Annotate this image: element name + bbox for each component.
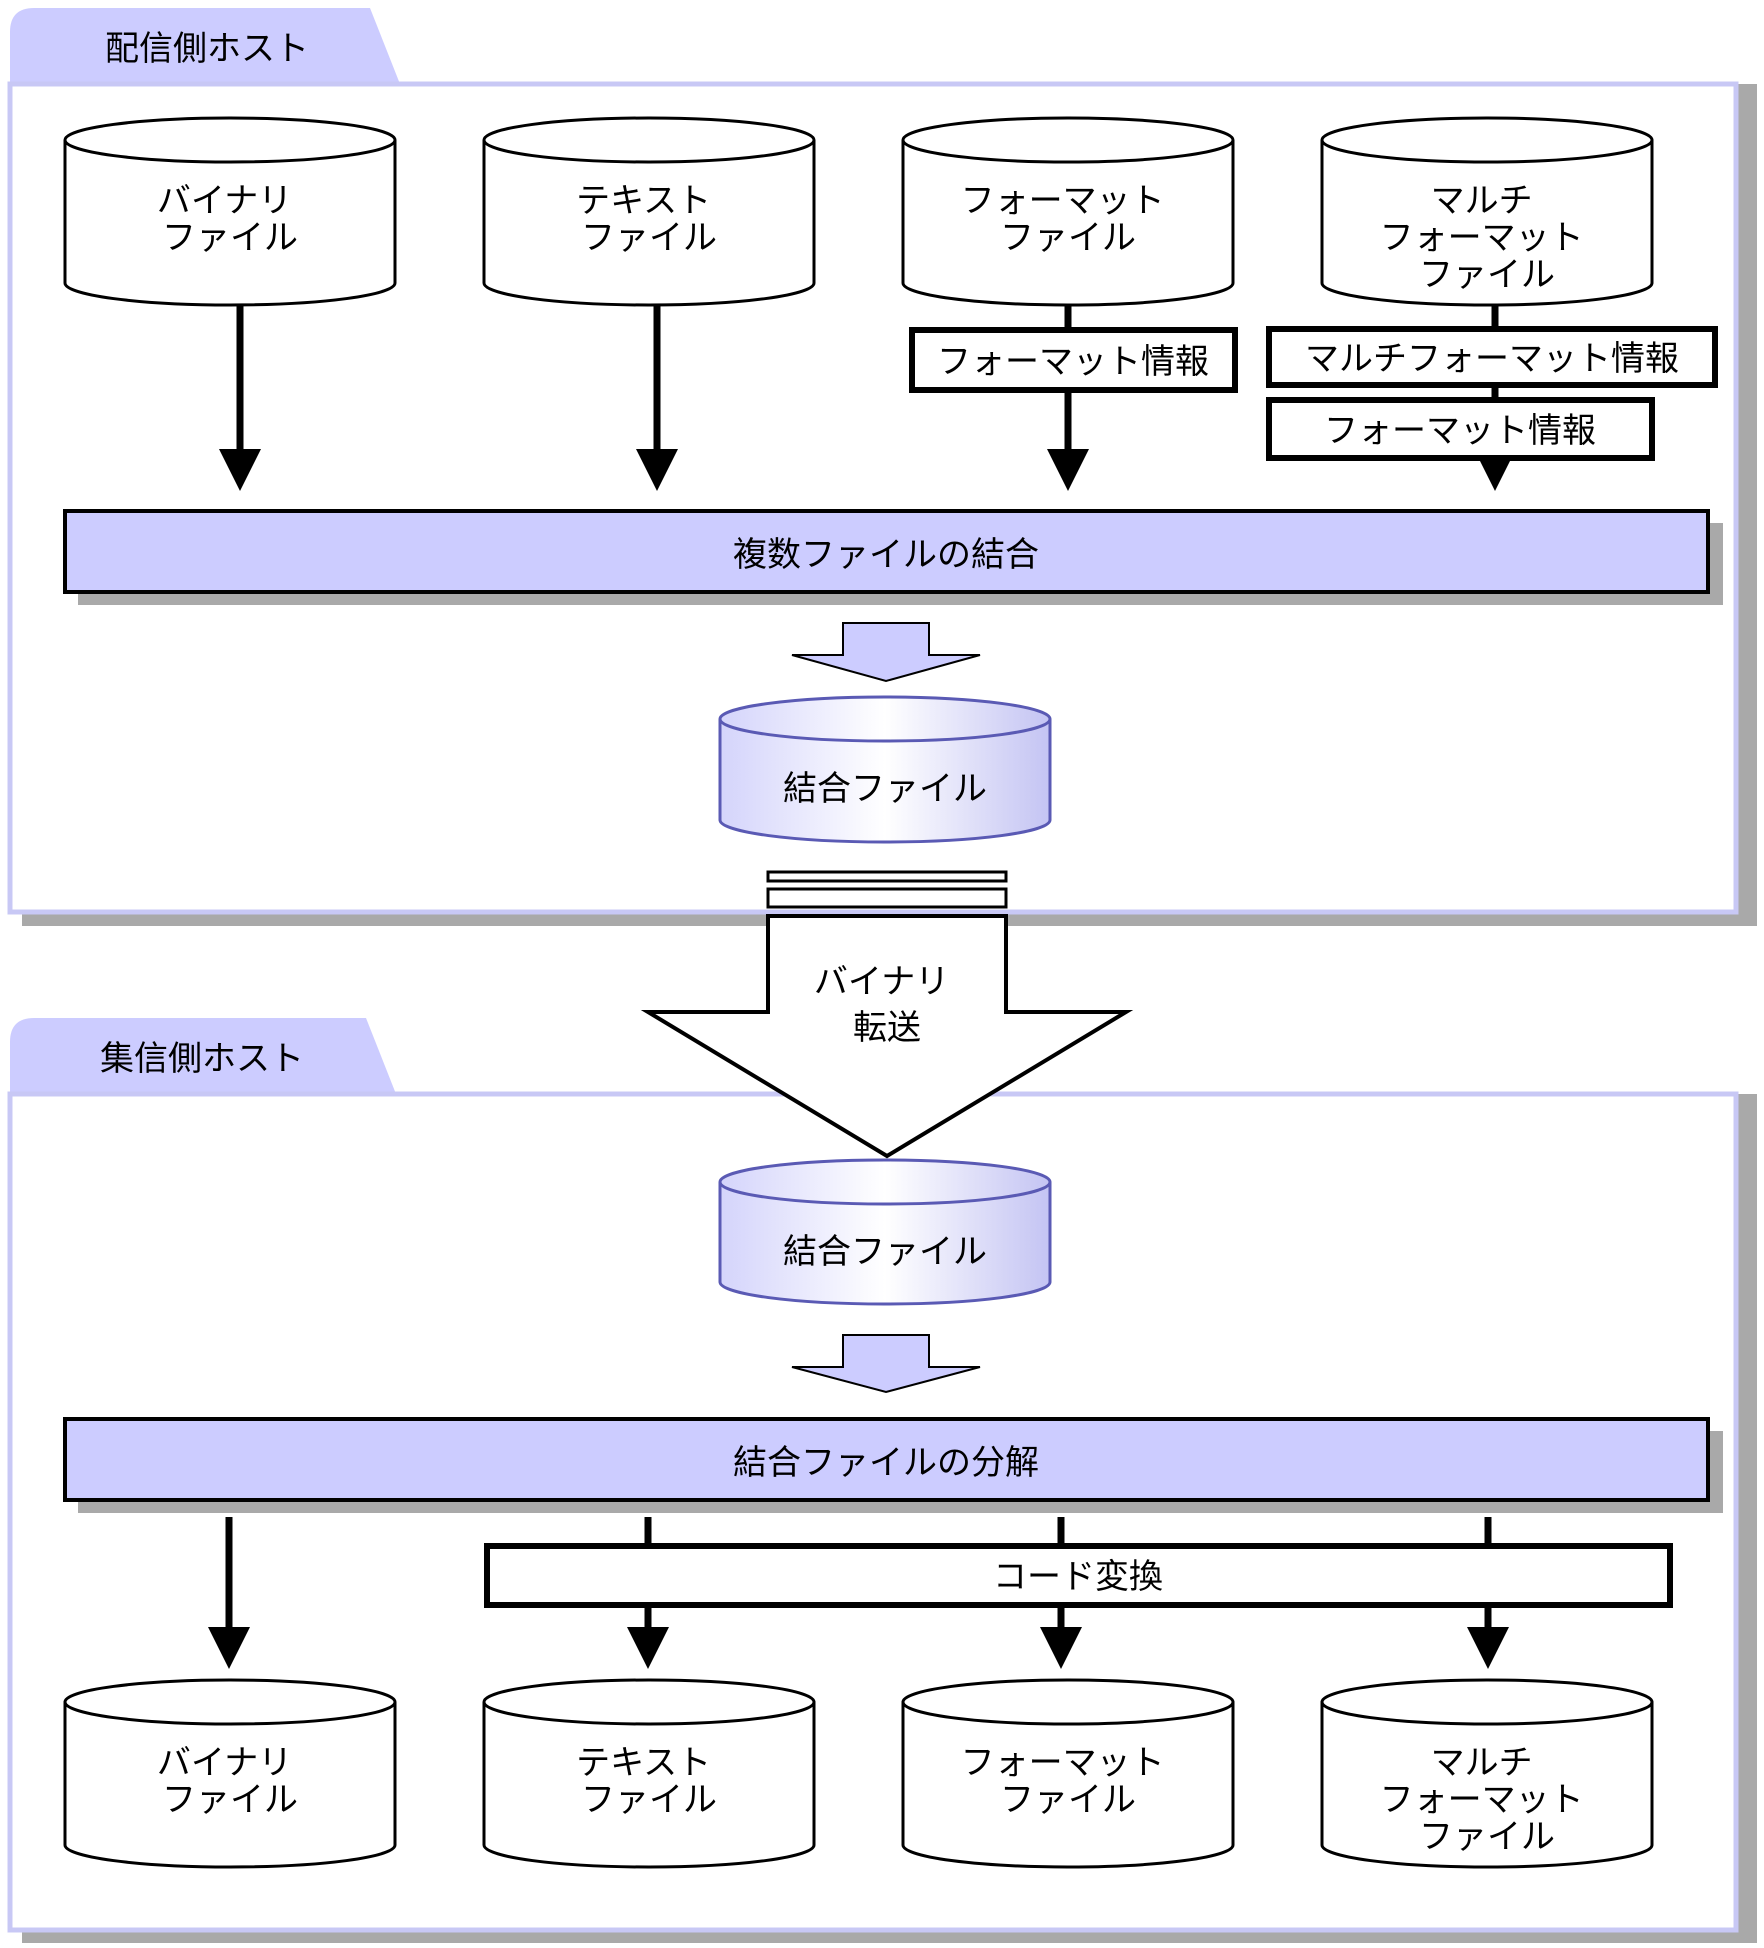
receiver-file-binary: バイナリ ファイル [63, 1678, 397, 1869]
sender-host-title: 配信側ホスト [105, 29, 309, 69]
receiver-file-multi-format: マルチ フォーマット ファイル [1320, 1678, 1654, 1869]
svg-text:結合ファイル: 結合ファイル [783, 769, 987, 809]
sender-file-format: フォーマット ファイル [901, 116, 1235, 307]
combine-to-file-arrow [791, 622, 981, 683]
code-conversion-box: コード変換 [484, 1543, 1673, 1608]
binary-transfer-arrow: バイナリ 転送 [640, 870, 1134, 1159]
sender-file-multi-format-label: マルチ フォーマット ファイル [1380, 181, 1595, 295]
combine-bar: 複数ファイルの結合 [63, 509, 1723, 605]
svg-text:コード変換: コード変換 [993, 1557, 1163, 1597]
svg-text:マルチフォーマット情報: マルチフォーマット情報 [1305, 339, 1679, 379]
receiver-file-multi-format-label: マルチ フォーマット ファイル [1380, 1743, 1595, 1857]
svg-text:フォーマット情報: フォーマット情報 [937, 342, 1209, 382]
sender-file-multi-format: マルチ フォーマット ファイル [1320, 116, 1654, 307]
sender-file-binary-label: バイナリ ファイル [157, 181, 303, 258]
multi-sub-format-info-box: フォーマット情報 [1266, 397, 1655, 461]
svg-text:複数ファイルの結合: 複数ファイルの結合 [733, 535, 1039, 575]
sender-file-text-label: テキスト ファイル [576, 181, 722, 258]
svg-text:結合ファイル: 結合ファイル [783, 1232, 987, 1272]
receiver-file-format: フォーマット ファイル [901, 1678, 1235, 1869]
split-bar: 結合ファイルの分解 [63, 1417, 1723, 1513]
svg-text:結合ファイルの分解: 結合ファイルの分解 [733, 1443, 1039, 1483]
sender-combined-file: 結合ファイル [718, 695, 1052, 844]
svg-text:バイナリ 転送: バイナリ 転送 [814, 962, 960, 1048]
sender-arrows [219, 306, 1516, 491]
file-to-split-arrow [791, 1334, 981, 1394]
receiver-arrows [208, 1517, 1509, 1669]
svg-text:フォーマット情報: フォーマット情報 [1324, 411, 1596, 451]
sender-file-binary: バイナリ ファイル [63, 116, 397, 307]
format-info-box: フォーマット情報 [909, 327, 1238, 393]
receiver-host-title: 集信側ホスト [100, 1039, 304, 1079]
sender-file-text: テキスト ファイル [482, 116, 816, 307]
receiver-file-format-label: フォーマット ファイル [961, 1743, 1176, 1820]
sender-file-format-label: フォーマット ファイル [961, 181, 1176, 258]
receiver-file-text-label: テキスト ファイル [576, 1743, 722, 1820]
receiver-file-binary-label: バイナリ ファイル [157, 1743, 303, 1820]
receiver-combined-file: 結合ファイル [718, 1158, 1052, 1306]
multi-format-info-box: マルチフォーマット情報 [1266, 326, 1718, 388]
receiver-file-text: テキスト ファイル [482, 1678, 816, 1869]
